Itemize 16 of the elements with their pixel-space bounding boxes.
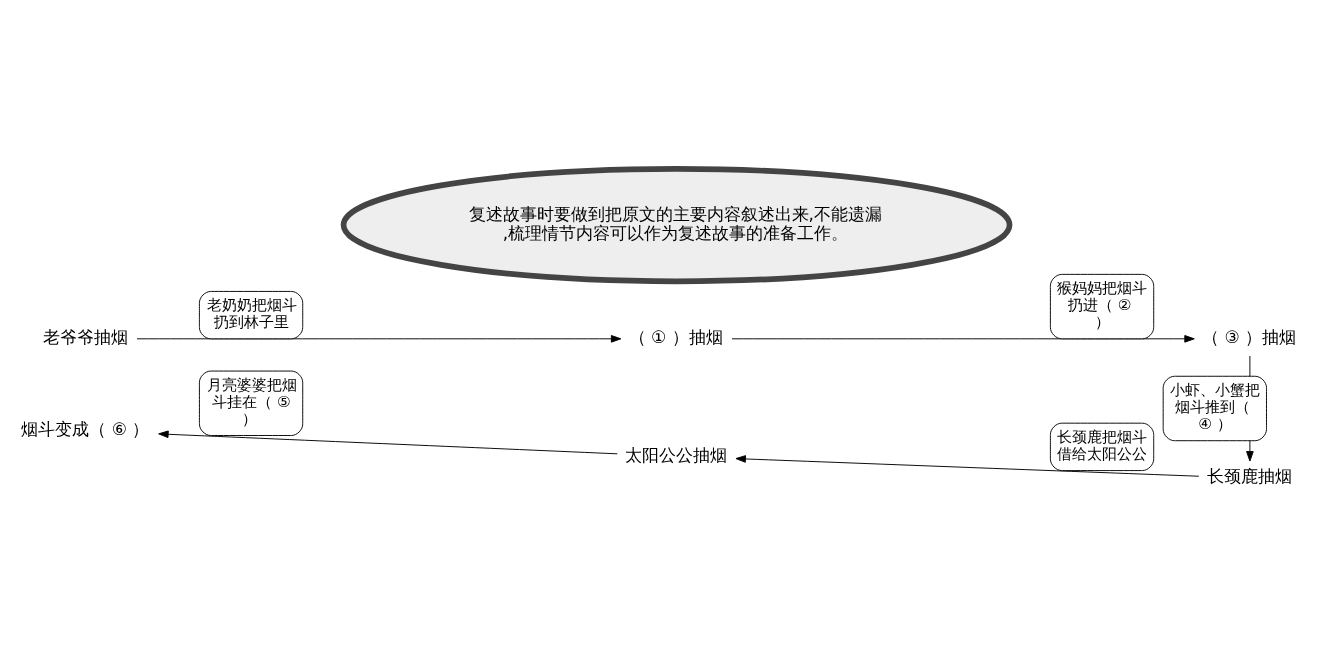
node-text: （ ③ ）抽烟: [1202, 326, 1297, 347]
edge-label: 小虾、小蟹把烟斗推到（ ④ ）: [1170, 381, 1261, 434]
arrow: [158, 430, 618, 455]
node-text: （ ① ）抽烟: [628, 326, 723, 347]
edge-label: 长颈鹿把烟斗借给太阳公公: [1057, 427, 1148, 463]
arrow: [735, 455, 1200, 477]
node-ellipse: 复述故事时要做到把原文的主要内容叙述出来,不能遗漏,梳理情节内容可以作为复述故事的准备工作。: [340, 166, 1013, 285]
edge-label: 老奶奶把烟斗扔到林子里: [206, 296, 297, 332]
node-text: 太阳公公抽烟: [624, 444, 727, 465]
node-text: 长颈鹿抽烟: [1206, 466, 1292, 487]
edge-label: 月亮婆婆把烟斗挂在（ ⑤ ）: [206, 375, 297, 428]
arrow: [136, 335, 622, 343]
arrow: [731, 335, 1195, 343]
node-text: 老爷爷抽烟: [43, 326, 129, 347]
node-text: 烟斗变成（ ⑥ ）: [21, 418, 150, 439]
edge-label: 猴妈妈把烟斗扔进（ ② ）: [1057, 279, 1148, 332]
